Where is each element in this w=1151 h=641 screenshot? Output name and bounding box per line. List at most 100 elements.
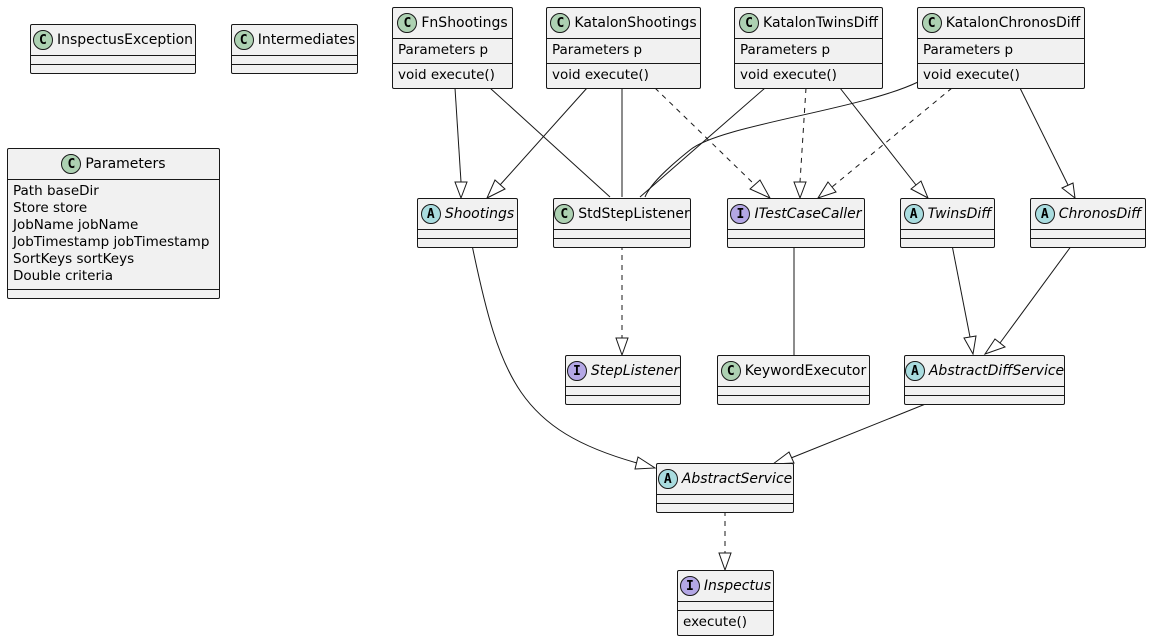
interface-badge-icon: I (679, 576, 700, 596)
edge-katalonchronosdiff-stdsteplistener (644, 81, 919, 198)
class-name: Parameters (85, 156, 166, 172)
arrowhead-implements (615, 337, 629, 357)
fields-section (554, 229, 690, 238)
method: void execute() (398, 67, 495, 83)
field: Store store (13, 200, 88, 216)
methods-section (718, 395, 869, 404)
field: Parameters p (398, 42, 489, 58)
methods-section (8, 289, 219, 298)
fields-section (31, 55, 195, 64)
field: Parameters p (552, 42, 643, 58)
arrowhead-extends (454, 181, 468, 200)
field: SortKeys sortKeys (13, 251, 135, 267)
edge-katalonchronosdiff-chronosdiff (1019, 87, 1069, 186)
fields-section (657, 494, 793, 503)
arrowhead-extends (963, 335, 977, 356)
methods-section (901, 238, 994, 247)
class-badge-icon: C (61, 154, 82, 174)
class-name: ITestCaseCaller (754, 206, 862, 222)
arrowhead-implements (749, 179, 772, 200)
class-badge-icon: C (921, 13, 942, 33)
fields-section (678, 601, 773, 610)
class-name: Inspectus (703, 578, 772, 594)
abstract-badge-icon: A (1034, 204, 1055, 224)
class-badge-icon: C (32, 30, 53, 50)
arrowhead-implements (718, 552, 732, 572)
interface-badge-icon: I (730, 204, 751, 224)
methods-section (905, 395, 1064, 404)
class-name: KeywordExecutor (744, 363, 867, 379)
arrowhead-extends (910, 180, 929, 200)
field: JobName jobName (13, 217, 139, 233)
methods-section (31, 64, 195, 73)
methods-section: void execute() (735, 63, 882, 88)
field: Parameters p (740, 42, 831, 58)
class-badge-icon: C (233, 30, 254, 50)
fields-section (566, 386, 680, 395)
fields-section (1031, 229, 1145, 238)
class-badge-icon: C (550, 13, 571, 33)
methods-section (418, 238, 517, 247)
class-name: TwinsDiff (927, 206, 992, 222)
methods-section: void execute() (547, 63, 700, 88)
interface-badge-icon: I (566, 361, 587, 381)
fields-section (905, 386, 1064, 395)
fields-section: Parameters p (735, 38, 882, 63)
class-name: AbstractDiffService (928, 363, 1065, 379)
class-name: KatalonTwinsDiff (763, 15, 878, 31)
edge-katalonshootings-itestcasecaller (654, 87, 756, 186)
abstract-badge-icon: A (904, 361, 925, 381)
methods-section: execute() (678, 610, 773, 635)
fields-section (901, 229, 994, 238)
methods-section (1031, 238, 1145, 247)
methods-section: void execute() (393, 63, 512, 88)
class-badge-icon: C (554, 204, 575, 224)
method: void execute() (923, 67, 1020, 83)
fields-section: Parameters p (393, 38, 512, 63)
field: JobTimestamp jobTimestamp (13, 234, 210, 250)
methods-section (566, 395, 680, 404)
class-badge-icon: C (720, 361, 741, 381)
methods-section (657, 503, 793, 512)
edge-abstractdiffservice-abstractservice (790, 402, 929, 459)
class-badge-icon: C (397, 13, 418, 33)
edge-katalontwinsdiff-itestcasecaller (799, 87, 807, 183)
class-badge-icon: C (739, 13, 760, 33)
class-name: FnShootings (421, 15, 508, 31)
methods-section (728, 238, 864, 247)
fields-section (418, 229, 517, 238)
methods-section: void execute() (918, 63, 1084, 88)
arrowhead-extends (983, 338, 1007, 355)
class-name: ChronosDiff (1058, 206, 1142, 222)
edge-fnshootings-stdsteplistener (489, 87, 611, 198)
field: Path baseDir (13, 183, 99, 199)
edge-katalonchronosdiff-itestcasecaller (831, 87, 953, 188)
class-name: Shootings (444, 206, 515, 222)
arrowhead-extends (634, 456, 657, 470)
arrowhead-implements (816, 181, 837, 199)
method: execute() (683, 614, 748, 630)
class-name: StdStepListener (578, 206, 690, 222)
method: void execute() (740, 67, 837, 83)
edge-katalonshootings-shootings (499, 87, 588, 186)
arrowhead-implements (793, 181, 807, 200)
edge-fnshootings-shootings (454, 87, 462, 183)
arrowhead-extends (485, 179, 506, 200)
methods-section (232, 64, 357, 73)
class-name: Intermediates (257, 32, 356, 48)
fields-section (232, 55, 357, 64)
